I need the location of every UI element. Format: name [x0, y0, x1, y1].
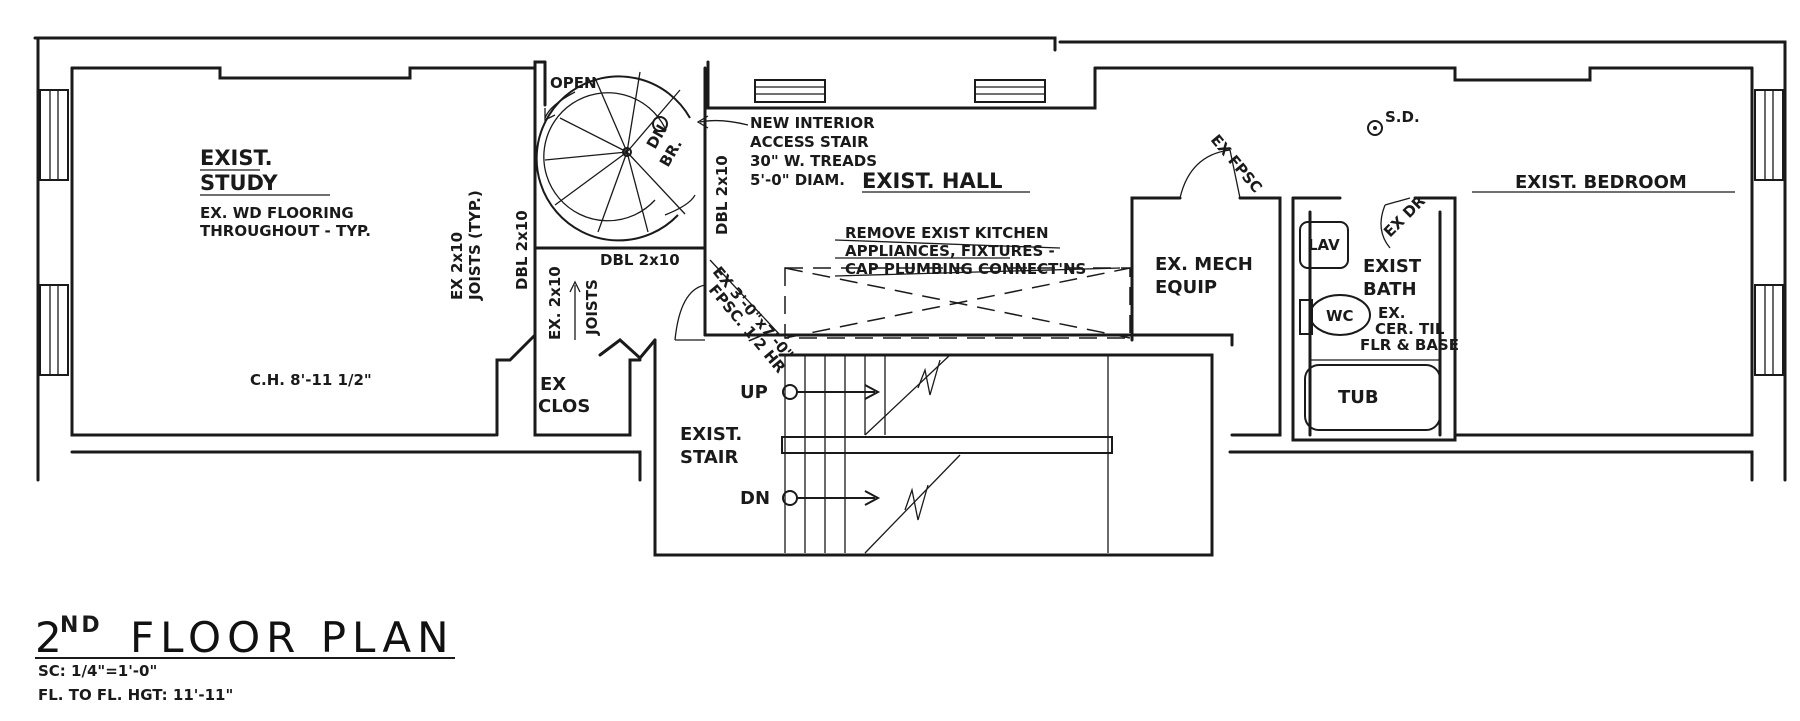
kitchen-removal-area — [784, 267, 1131, 339]
bath-fixtures — [1299, 120, 1441, 431]
study-label-line2: STUDY — [200, 171, 278, 195]
scale-note: SC: 1/4"=1'-0" — [38, 662, 157, 680]
lavatory-fixture — [1299, 221, 1349, 269]
new-stair-note-line2: ACCESS STAIR — [750, 133, 869, 151]
bath-note-line1: EX. — [1378, 304, 1406, 322]
study-label: EXIST. STUDY EX. WD FLOORING THROUGHOUT … — [200, 146, 372, 389]
plan-title: FLOOR PLAN — [130, 613, 455, 662]
bath-note-line3: FLR & BASE — [1360, 336, 1459, 354]
main-stair — [781, 354, 1113, 554]
plan-title-number: 2 — [35, 613, 68, 662]
smoke-detector-icon — [1367, 120, 1383, 136]
plan-title-superscript: ND — [60, 613, 103, 638]
sd-label: S.D. — [1385, 108, 1420, 126]
title-block: 2 ND FLOOR PLAN SC: 1/4"=1'-0" FL. TO FL… — [35, 613, 455, 704]
bath-note-line2: CER. TIL — [1375, 320, 1445, 338]
closet-label-line2: CLOS — [538, 396, 590, 417]
remove-note-line1: REMOVE EXIST KITCHEN — [845, 224, 1049, 242]
mech-label-line2: EQUIP — [1155, 277, 1217, 298]
wc-label: WC — [1326, 307, 1354, 325]
stair-label-line1: EXIST. — [680, 424, 742, 445]
bath-label-line1: EXIST — [1363, 256, 1422, 277]
new-stair-note-line1: NEW INTERIOR — [750, 114, 875, 132]
up-label: UP — [740, 382, 768, 403]
closet-label-line1: EX — [540, 374, 566, 395]
joists-note-line2: JOISTS — [583, 279, 601, 336]
stair-label-line2: STAIR — [680, 447, 738, 468]
spiral-stair — [535, 71, 696, 242]
dbl-header-left: DBL 2x10 — [513, 210, 531, 290]
tub-fixture — [1304, 364, 1441, 431]
open-note: OPEN — [550, 74, 597, 92]
joists-note-line1: EX. 2x10 — [546, 266, 564, 340]
joists-typ-note-line2: JOISTS (TYP.) — [466, 190, 484, 301]
mech-label-line1: EX. MECH — [1155, 254, 1253, 275]
study-note-line2: THROUGHOUT - TYP. — [200, 222, 371, 240]
lav-label: LAV — [1308, 236, 1340, 254]
joists-typ-note-line1: EX 2x10 — [448, 232, 466, 300]
bath-label-line2: BATH — [1363, 279, 1417, 300]
floor-height-note: FL. TO FL. HGT: 11'-11" — [38, 686, 233, 704]
ceiling-height-note: C.H. 8'-11 1/2" — [250, 371, 372, 389]
dn-label: DN — [740, 488, 770, 509]
new-stair-note-line3: 30" W. TREADS — [750, 152, 877, 170]
exterior-walls — [33, 36, 1787, 482]
new-stair-note: NEW INTERIOR ACCESS STAIR 30" W. TREADS … — [696, 114, 877, 189]
hall-label: EXIST. HALL — [862, 169, 1003, 193]
bedroom-label: EXIST. BEDROOM — [1515, 172, 1687, 193]
dbl-header-right: DBL 2x10 — [713, 155, 731, 235]
ex-fpsc-note: EX FPSC — [1207, 131, 1266, 196]
remove-kitchen-note: REMOVE EXIST KITCHEN APPLIANCES, FIXTURE… — [834, 224, 1121, 278]
study-label-line1: EXIST. — [200, 146, 273, 170]
tub-label: TUB — [1338, 387, 1379, 408]
study-note-line1: EX. WD FLOORING — [200, 204, 354, 222]
new-stair-note-line4: 5'-0" DIAM. — [750, 171, 845, 189]
interior-walls — [495, 66, 1735, 557]
toilet-fixture — [1309, 294, 1371, 336]
dbl-header-bottom: DBL 2x10 — [600, 251, 680, 269]
